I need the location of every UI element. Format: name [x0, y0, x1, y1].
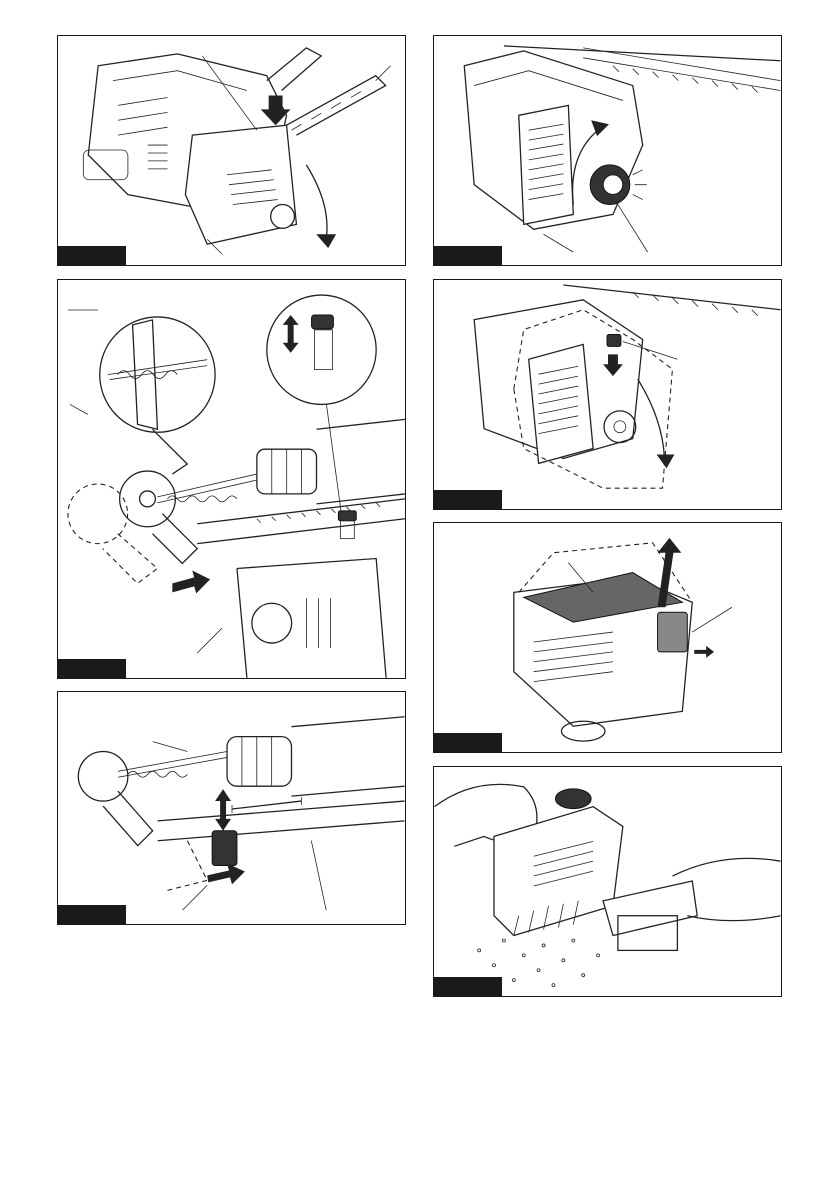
figure-panel-3 — [57, 279, 406, 679]
dust-box-attach-illustration — [58, 36, 405, 265]
figure-label-3 — [58, 659, 126, 678]
dust-cup-installation-illustration — [58, 280, 405, 678]
arrow-right-icon — [694, 646, 714, 658]
arrow-down-icon — [261, 95, 291, 125]
figure-panel-7 — [433, 766, 782, 997]
figure-label-6 — [58, 905, 126, 924]
figure-panel-4 — [433, 279, 782, 510]
up-down-arrow-icon — [215, 789, 231, 831]
figure-panel-5 — [433, 522, 782, 753]
curved-arrow-icon — [316, 234, 336, 248]
figure-panel-2 — [433, 35, 782, 266]
figure-label-1 — [58, 246, 126, 265]
figure-panel-6 — [57, 691, 406, 925]
curved-arrow-icon — [657, 454, 675, 468]
arrow-down-icon — [603, 354, 623, 376]
depth-adjustment-illustration — [58, 692, 405, 924]
figure-label-2 — [434, 246, 502, 265]
figure-label-4 — [434, 490, 502, 509]
dust-emptying-illustration — [434, 767, 781, 996]
arrow-right-icon — [172, 570, 210, 593]
arrow-right-icon — [207, 864, 245, 885]
dust-box-knob-illustration — [434, 36, 781, 265]
figure-label-5 — [434, 733, 502, 752]
dust-box-removal-illustration — [434, 280, 781, 509]
figure-panel-1 — [57, 35, 406, 266]
filter-removal-illustration — [434, 523, 781, 752]
figure-label-7 — [434, 977, 502, 996]
